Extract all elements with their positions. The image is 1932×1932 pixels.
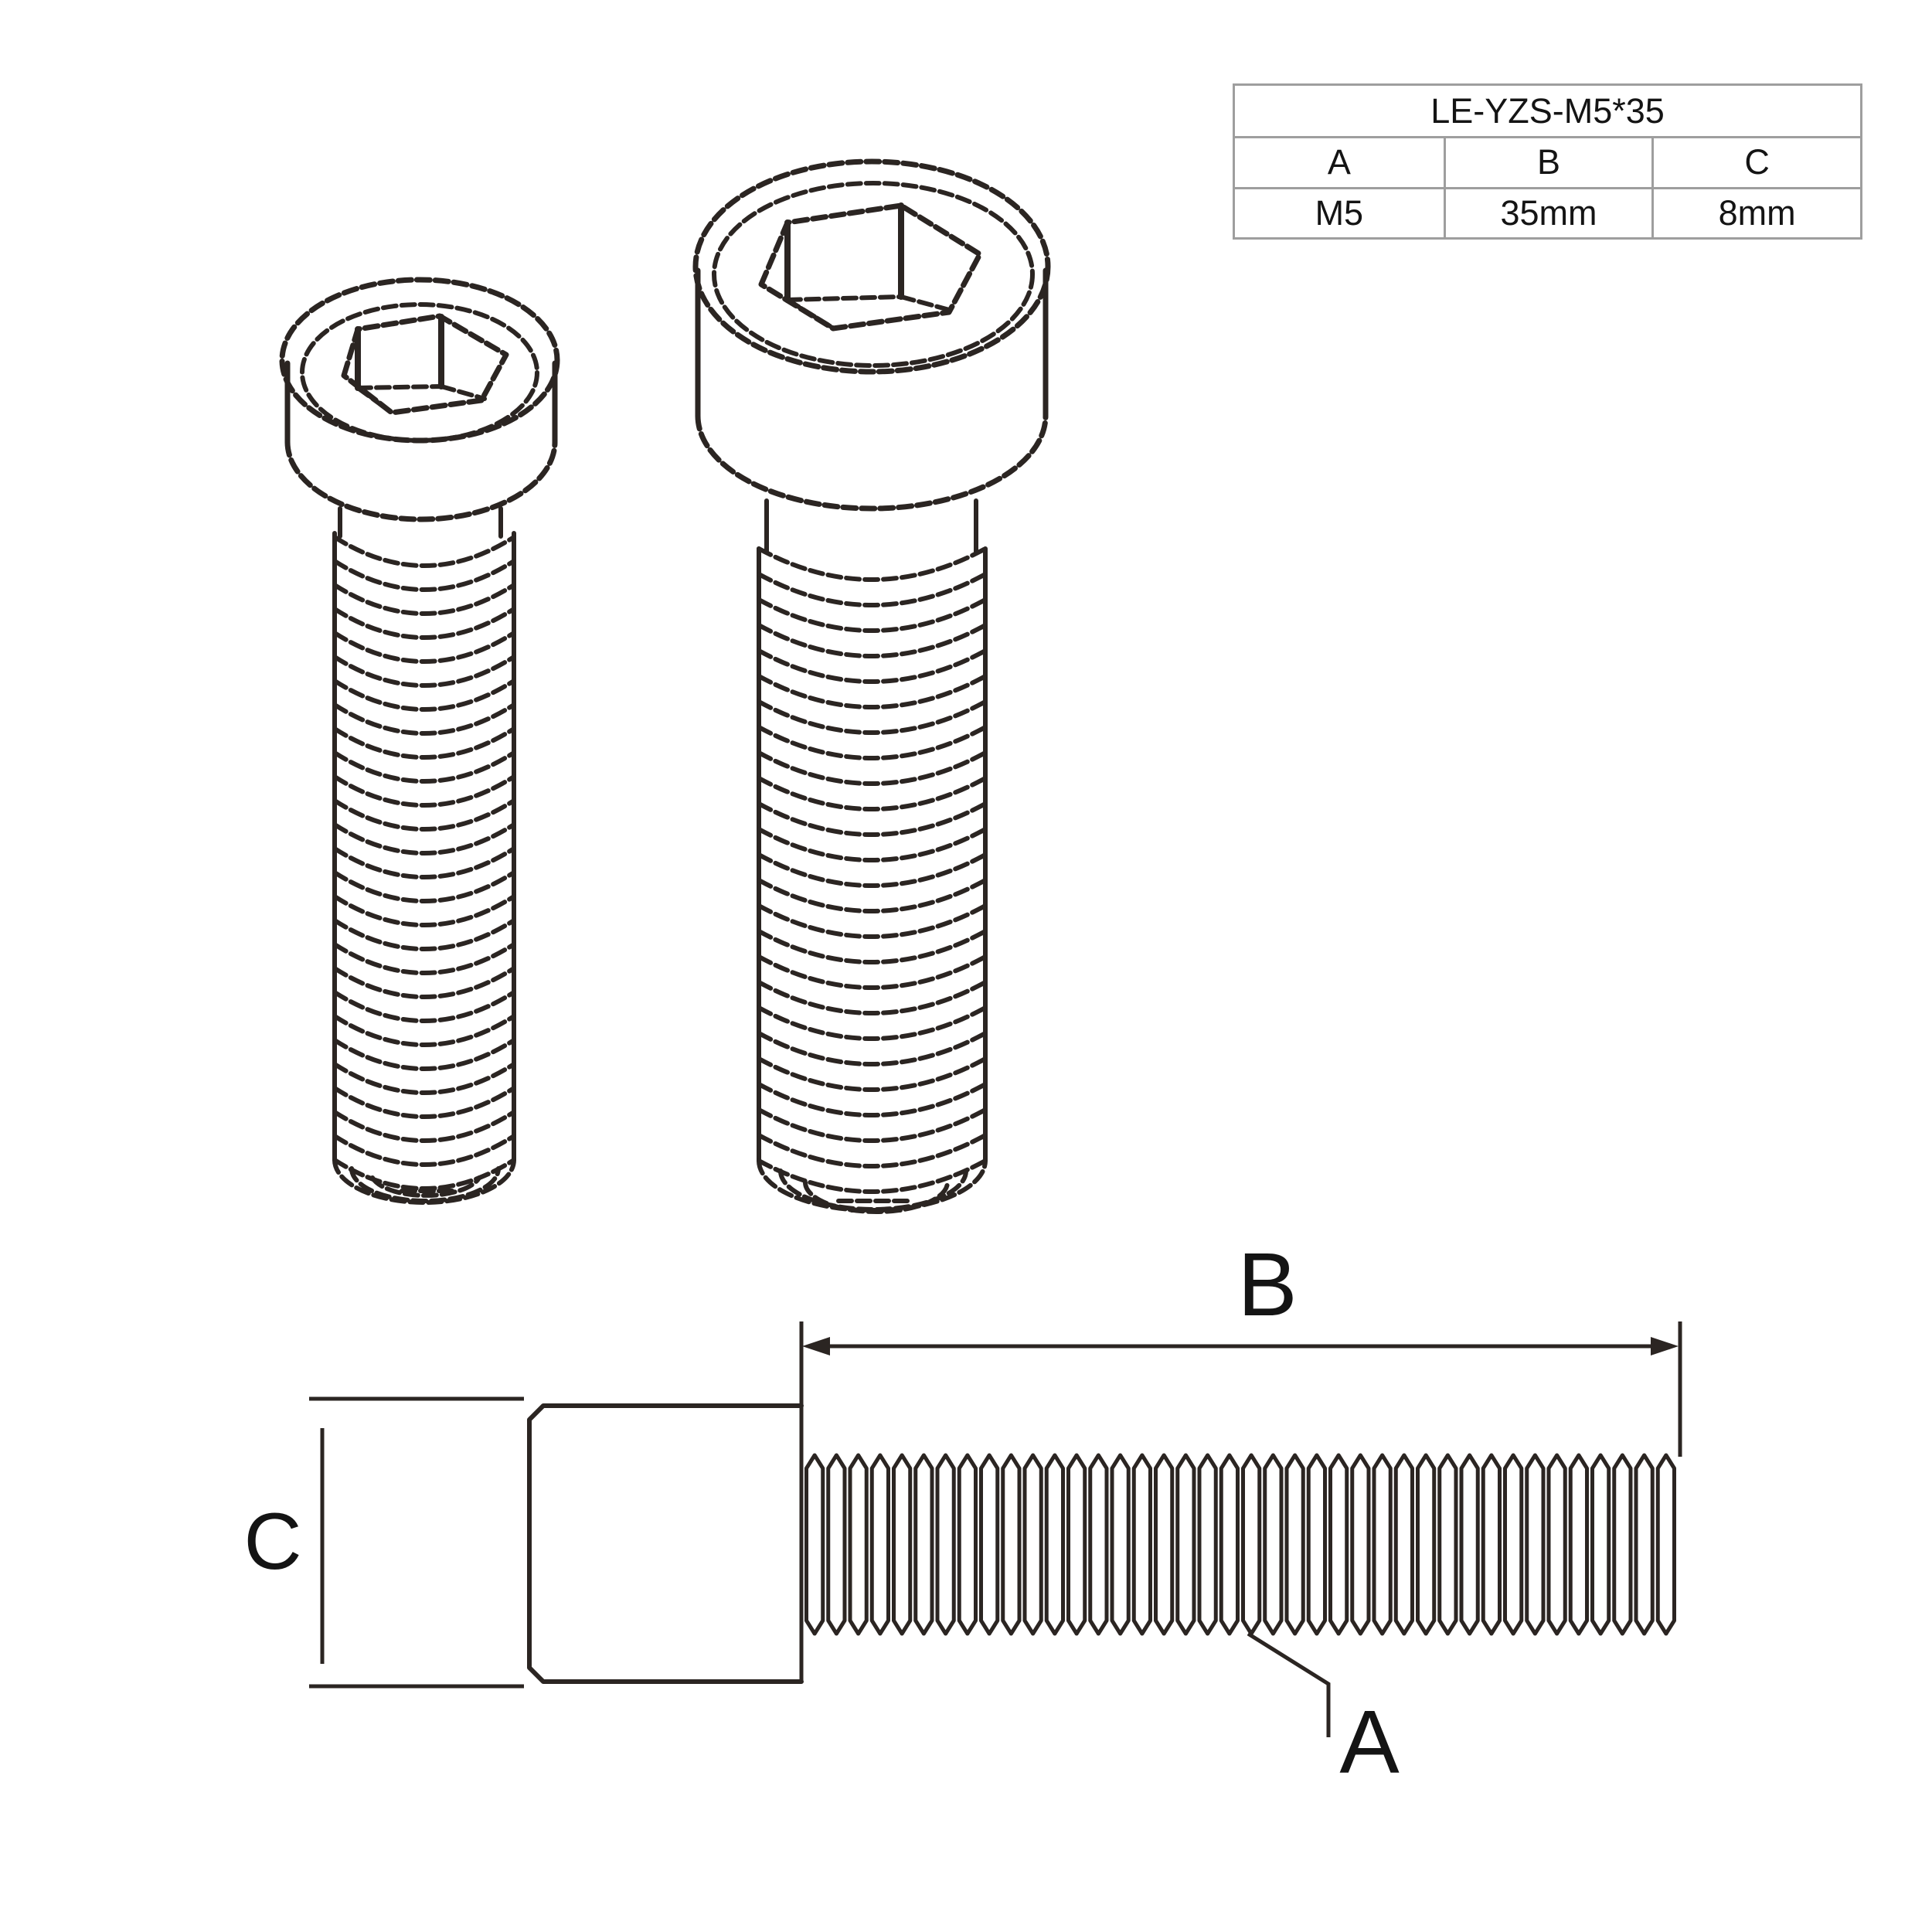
small-screw-isometric (279, 277, 560, 1205)
small-screw-thread-arcs (332, 535, 516, 1191)
spec-table-header-a: A (1327, 142, 1351, 182)
small-screw-head-chamfer-rim (300, 302, 539, 443)
spec-table-header-b: B (1443, 138, 1652, 187)
dim-b-arrow-right (1651, 1337, 1679, 1355)
small-screw-tip (332, 1158, 516, 1205)
dim-c-tick-lines (309, 1396, 524, 1689)
spec-table-title: LE-YZS-M5*35 (1430, 90, 1665, 131)
spec-table-header-row: A B C (1235, 136, 1860, 187)
large-screw-neck (764, 498, 978, 554)
spec-table-value-b: 35mm (1443, 189, 1652, 237)
large-screw-isometric (692, 158, 1051, 1214)
small-screw-head-sides (284, 360, 558, 445)
large-screw-head-chamfer-rim (712, 181, 1035, 368)
dim-c-label: C (243, 1497, 301, 1587)
spec-table-value-a: M5 (1315, 192, 1364, 233)
dim-a-label: A (1339, 1692, 1400, 1792)
large-screw-tip (757, 1158, 988, 1214)
spec-table-value-c: 8mm (1651, 189, 1860, 237)
side-view-thread-teeth (804, 1453, 1676, 1636)
small-screw-neck (338, 506, 503, 539)
large-screw-hex-socket-depth-lines (784, 202, 904, 303)
side-view-head-outline (527, 1403, 804, 1684)
side-view-drawing: C B A (243, 1234, 1682, 1792)
spec-table-header-c: C (1651, 138, 1860, 187)
spec-table-value-row: M5 35mm 8mm (1235, 186, 1860, 237)
small-screw-head-bottom-arc (284, 439, 558, 522)
large-screw-thread-arcs (757, 546, 988, 1194)
dim-b-label: B (1237, 1234, 1297, 1335)
large-screw-head-bottom-arc (695, 413, 1049, 512)
small-screw-hex-socket-floor (355, 384, 487, 413)
dim-b-arrow-left (802, 1337, 830, 1355)
small-screw-hex-socket-depth-lines (355, 314, 444, 391)
large-screw-head-top-rim (692, 158, 1051, 375)
large-screw-head-sides (695, 267, 1049, 419)
spec-table: LE-YZS-M5*35 A B C M5 35mm 8mm (1233, 83, 1862, 240)
small-screw-shaft-sides (332, 531, 516, 1162)
large-screw-hex-socket-floor (785, 294, 954, 328)
dim-a-leader-line (1247, 1631, 1331, 1737)
